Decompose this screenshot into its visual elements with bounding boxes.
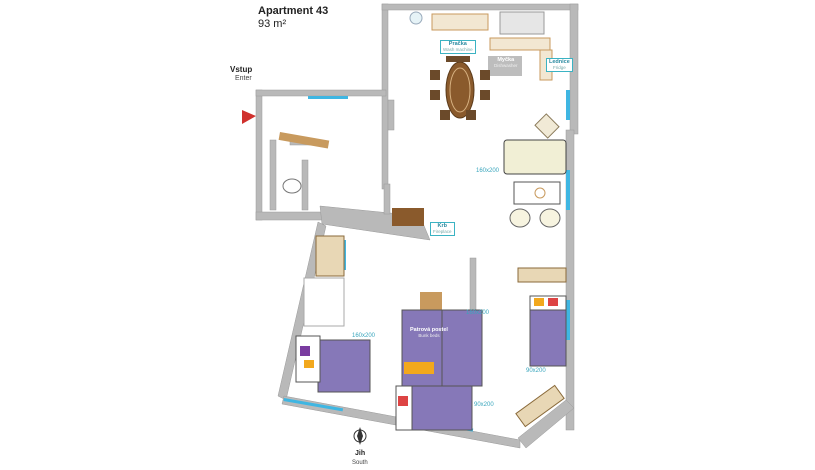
bed-bottom-dimension: 90x200 [474, 402, 494, 408]
entry-area [242, 110, 330, 194]
compass-icon [353, 427, 367, 445]
washer-label-en: Wash machine [443, 46, 473, 52]
living-room [503, 113, 567, 283]
left-bedroom [295, 235, 371, 393]
middle-bedroom [395, 292, 483, 431]
right-bedroom [515, 295, 567, 428]
dishwasher [488, 56, 522, 76]
fireplace [392, 208, 424, 226]
plan-title: Apartment 43 [258, 5, 329, 17]
washer-label-cz: Pračka [448, 41, 467, 47]
bunk-label: Patrová postel Bunk beds [410, 327, 448, 338]
fireplace-label: Krb Fireplace [430, 222, 455, 237]
fireplace-label-cz: Krb [437, 223, 447, 229]
dining-set [430, 56, 490, 120]
entry-label-en: Enter [235, 75, 252, 82]
sofa-dimension: 160x200 [476, 168, 500, 174]
bunk-label-en: Bunk beds [418, 332, 440, 338]
bed-middle-dimension: 160x200 [466, 310, 490, 316]
fridge-label-cz: Lednice [549, 59, 570, 65]
dishwasher-label-cz: Myčka [497, 57, 515, 63]
fridge-label-en: Fridge [553, 64, 566, 70]
compass-label-en: South [352, 460, 368, 466]
dishwasher-label: Myčka Dishwasher [494, 57, 518, 68]
plan-area: 93 m² [258, 18, 287, 30]
fridge-label: Lednice Fridge [546, 58, 573, 73]
bed-left-dimension: 160x200 [352, 333, 376, 339]
entry-label: Vstup [230, 65, 253, 74]
bunk-label-cz: Patrová postel [410, 327, 448, 333]
compass-label: Jih [355, 450, 366, 457]
dishwasher-label-en: Dishwasher [494, 62, 518, 68]
fireplace-label-en: Fireplace [433, 228, 452, 234]
bed-right-dimension: 90x200 [526, 368, 546, 374]
kitchen [409, 11, 553, 81]
washer-label: Pračka Wash machine [440, 40, 476, 55]
